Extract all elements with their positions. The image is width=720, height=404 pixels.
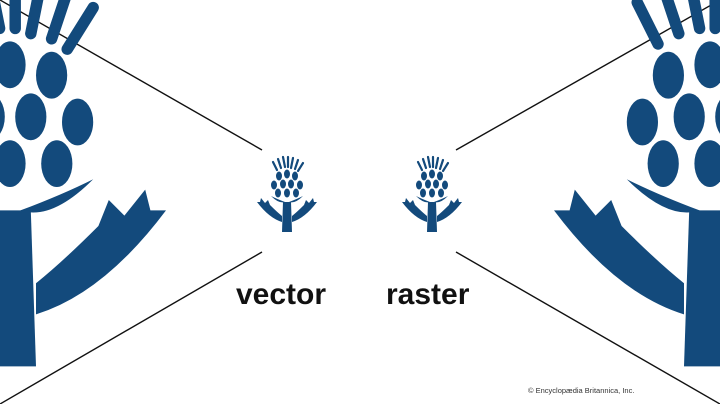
vector-label: vector	[236, 278, 327, 311]
raster-label: raster	[386, 278, 470, 311]
vector-thistle-icon	[255, 155, 319, 234]
raster-thistle-icon	[400, 155, 464, 234]
copyright-credit: © Encyclopædia Britannica, Inc.	[528, 386, 635, 395]
